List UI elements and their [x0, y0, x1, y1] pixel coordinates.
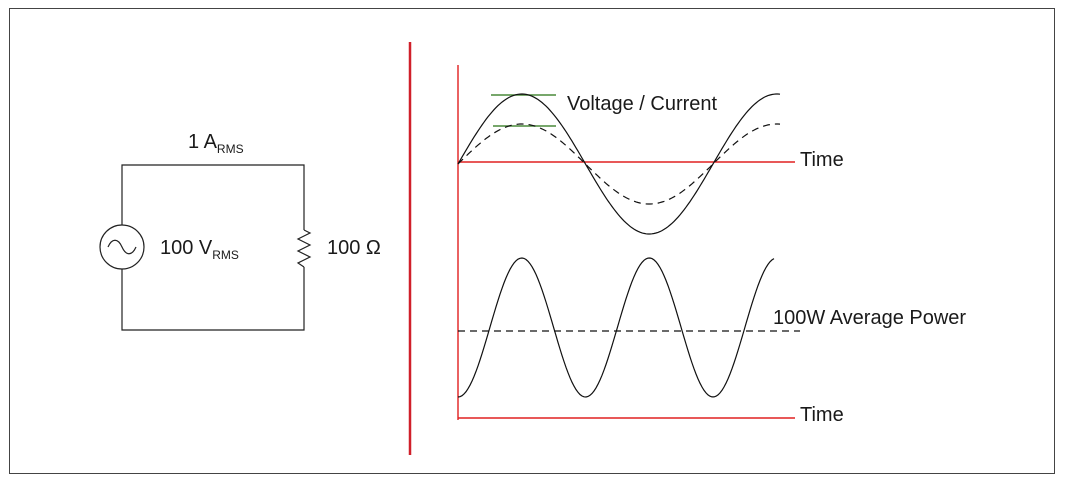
- wire-top: [121, 164, 305, 230]
- power-waveform: [457, 257, 775, 398]
- average-power-label: 100W Average Power: [773, 307, 967, 329]
- ac-source-wave: [107, 239, 137, 255]
- current-label: 1 ARMS: [188, 131, 244, 155]
- rms-markers: [491, 94, 556, 127]
- resistor-icon: [296, 229, 312, 268]
- current-waveform: [457, 123, 781, 205]
- circuit: [99, 164, 312, 331]
- top-time-label: Time: [800, 149, 844, 171]
- voltage-subscript: RMS: [212, 248, 239, 262]
- current-subscript: RMS: [216, 142, 244, 156]
- voltage-current-label: Voltage / Current: [567, 93, 718, 115]
- current-value: 1 A: [188, 131, 217, 153]
- figure-frame: [9, 8, 1055, 474]
- voltage-waveform: [457, 93, 781, 235]
- voltage-value: 100 V: [160, 237, 213, 259]
- axes: [457, 65, 795, 420]
- resistance-label: 100 Ω: [327, 237, 381, 259]
- wire-bottom: [121, 267, 305, 331]
- ac-source-icon: [99, 224, 145, 270]
- voltage-label: 100 VRMS: [160, 237, 239, 261]
- bottom-time-label: Time: [800, 404, 844, 426]
